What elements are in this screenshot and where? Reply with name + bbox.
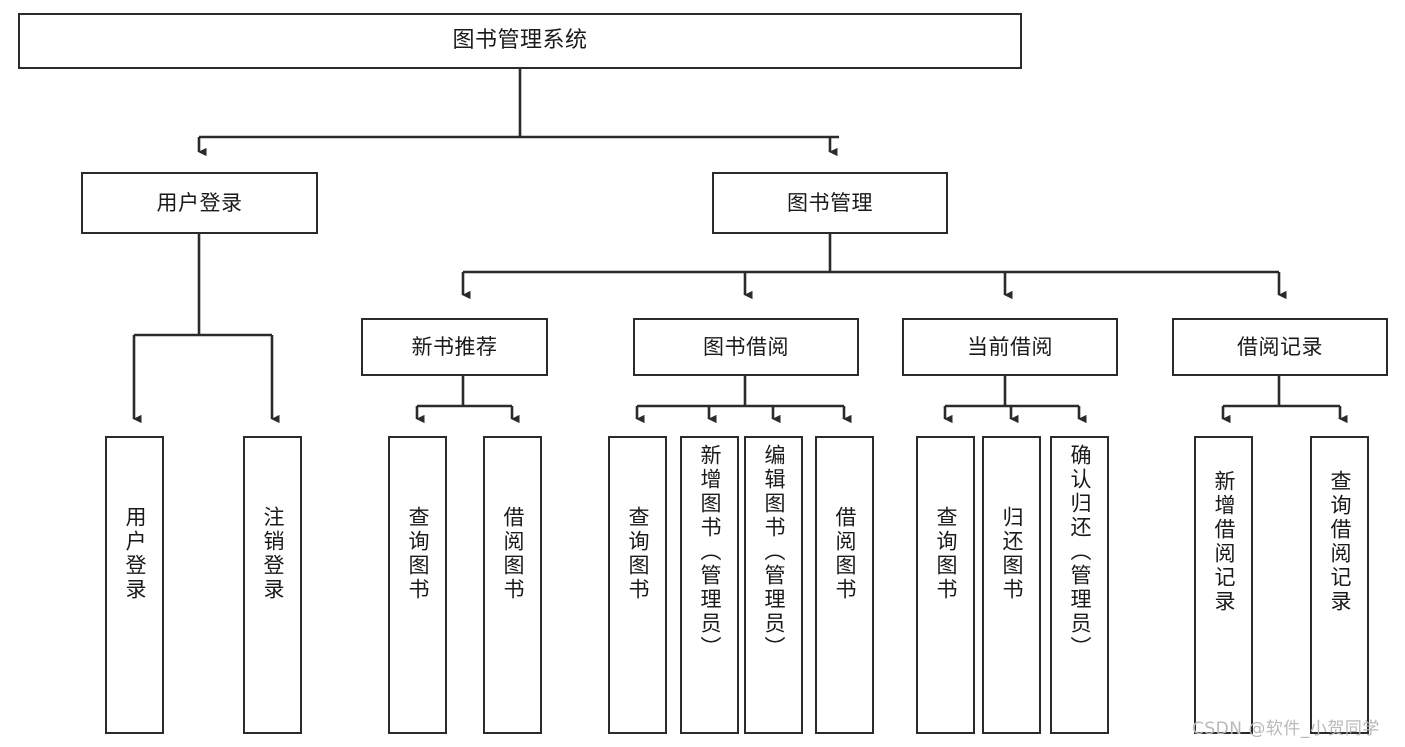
node-label: 查询图书 (934, 506, 958, 602)
leaf-add-borrow-record[interactable]: 新增借阅记录 (1194, 436, 1253, 734)
leaf-return-book[interactable]: 归还图书 (982, 436, 1041, 734)
node-label: 新书推荐 (411, 334, 498, 359)
node-label: 当前借阅 (967, 334, 1053, 359)
node-label: 确认归还（管理员） (1068, 444, 1092, 660)
node-label: 编辑图书（管理员） (762, 444, 786, 660)
node-label: 借阅记录 (1237, 334, 1323, 359)
leaf-borrow-book-recommend[interactable]: 借阅图书 (483, 436, 542, 734)
leaf-query-book-current[interactable]: 查询图书 (916, 436, 975, 734)
node-label: 新增借阅记录 (1212, 470, 1236, 614)
leaf-query-borrow-record[interactable]: 查询借阅记录 (1310, 436, 1369, 734)
node-current-borrowing[interactable]: 当前借阅 (902, 318, 1118, 376)
leaf-query-book-recommend[interactable]: 查询图书 (388, 436, 447, 734)
leaf-logout[interactable]: 注销登录 (243, 436, 302, 734)
node-label: 用户登录 (123, 506, 147, 602)
node-borrowing-record[interactable]: 借阅记录 (1172, 318, 1388, 376)
node-label: 图书借阅 (703, 334, 789, 359)
node-book-borrowing[interactable]: 图书借阅 (633, 318, 859, 376)
leaf-add-book-admin[interactable]: 新增图书（管理员） (680, 436, 739, 734)
node-label: 借阅图书 (501, 506, 525, 602)
node-book-management[interactable]: 图书管理 (712, 172, 948, 234)
node-label: 注销登录 (261, 506, 285, 602)
leaf-confirm-return-admin[interactable]: 确认归还（管理员） (1050, 436, 1109, 734)
leaf-user-login[interactable]: 用户登录 (105, 436, 164, 734)
node-label: 查询图书 (406, 506, 430, 602)
leaf-borrow-book[interactable]: 借阅图书 (815, 436, 874, 734)
node-label: 借阅图书 (833, 506, 857, 602)
leaf-query-book-borrow[interactable]: 查询图书 (608, 436, 667, 734)
node-root-book-management-system[interactable]: 图书管理系统 (18, 13, 1022, 69)
node-label: 新增图书（管理员） (698, 444, 722, 660)
node-label: 用户登录 (156, 190, 243, 215)
node-label: 查询图书 (626, 506, 650, 602)
leaf-edit-book-admin[interactable]: 编辑图书（管理员） (744, 436, 803, 734)
node-new-book-recommendation[interactable]: 新书推荐 (361, 318, 548, 376)
node-label: 归还图书 (1000, 506, 1024, 602)
node-user-login[interactable]: 用户登录 (81, 172, 318, 234)
node-label: 图书管理 (787, 190, 873, 215)
node-label: 查询借阅记录 (1328, 470, 1352, 614)
csdn-watermark: CSDN @软件_小贺同学 (1192, 719, 1380, 739)
node-label: 图书管理系统 (452, 28, 588, 54)
